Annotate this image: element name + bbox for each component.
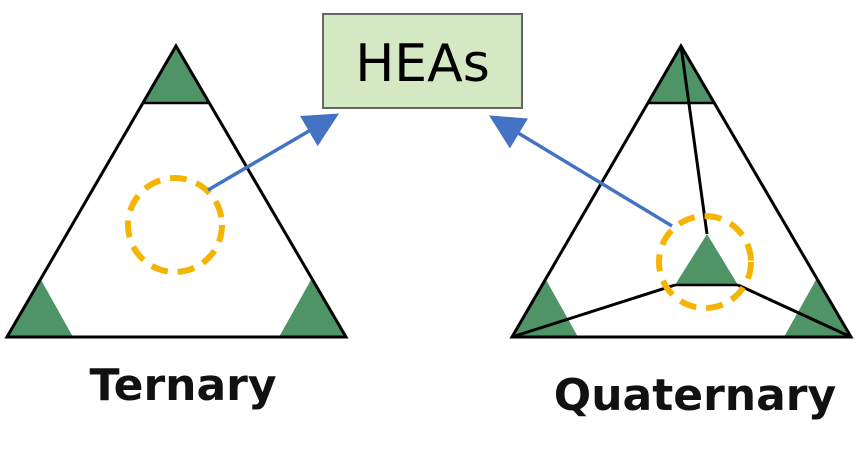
ternary-triangle-outline <box>4 43 349 339</box>
ternary-corner-top <box>143 46 209 103</box>
heas-box-rect <box>322 13 523 109</box>
quaternary-corner-bottom-right <box>784 278 851 337</box>
quaternary-center-triangle <box>675 234 738 285</box>
heas-box: HEAs <box>322 13 523 109</box>
quaternary-edge-right-to-center <box>737 283 852 339</box>
quaternary-diagram <box>509 43 854 339</box>
quaternary-highlight-ring <box>656 213 754 311</box>
quaternary-corner-bottom-left <box>512 278 578 337</box>
arrow-quaternary-to-heas <box>489 115 673 228</box>
ternary-corner-bottom-right <box>279 278 346 337</box>
arrow-ternary-to-heas <box>207 113 340 192</box>
heas-box-label: HEAs <box>355 34 490 94</box>
ternary-corner-bottom-left <box>7 278 73 337</box>
quaternary-caption: Quaternary <box>554 370 836 421</box>
quaternary-triangle-outline <box>509 43 854 339</box>
quaternary-edge-top-to-center <box>679 45 709 235</box>
ternary-highlight-ring <box>125 175 225 275</box>
quaternary-edge-left-to-center <box>511 283 676 339</box>
ternary-diagram <box>4 43 349 339</box>
ternary-caption: Ternary <box>89 360 276 411</box>
quaternary-corner-top <box>648 46 714 103</box>
